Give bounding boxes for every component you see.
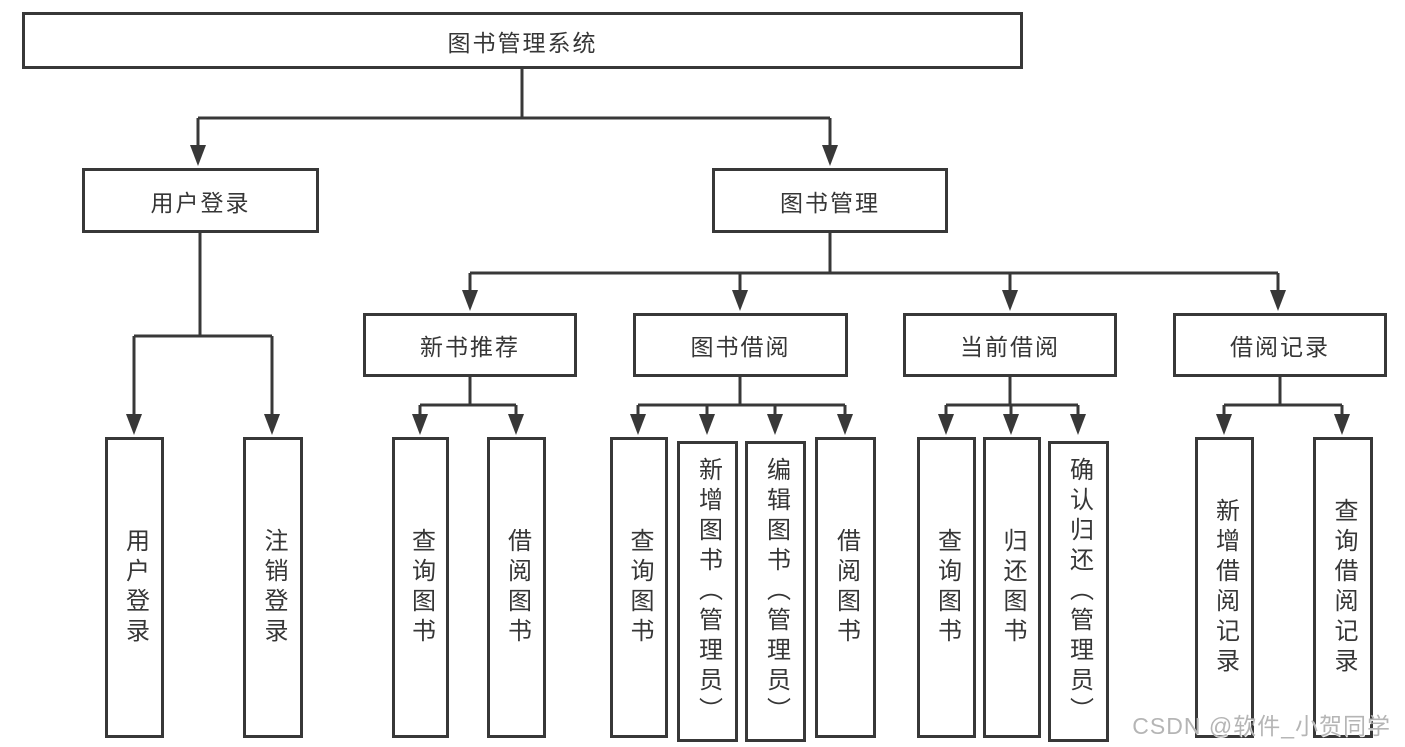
arrow-down-icon (1334, 414, 1350, 435)
leaf-user-login: 用户登录 (105, 437, 164, 738)
leaf-query-books-recommend: 查询图书 (392, 437, 449, 738)
connector-lines (132, 68, 1344, 417)
arrow-down-icon (508, 414, 524, 435)
arrow-down-icon (837, 414, 853, 435)
leaf-borrow-books: 借阅图书 (815, 437, 876, 738)
arrow-down-icon (767, 414, 783, 435)
arrowheads (126, 145, 1350, 435)
arrow-down-icon (1070, 414, 1086, 435)
leaf-add-borrow-record: 新增借阅记录 (1195, 437, 1254, 738)
arrow-down-icon (412, 414, 428, 435)
node-library-management-system: 图书管理系统 (22, 12, 1023, 69)
arrow-down-icon (1003, 414, 1019, 435)
node-book-management-module: 图书管理 (712, 168, 948, 233)
arrow-down-icon (190, 145, 206, 166)
leaf-logout: 注销登录 (243, 437, 303, 738)
arrow-down-icon (699, 414, 715, 435)
leaf-query-books-current: 查询图书 (917, 437, 976, 738)
arrow-down-icon (126, 414, 142, 435)
arrow-down-icon (938, 414, 954, 435)
node-user-login-module: 用户登录 (82, 168, 319, 233)
arrow-down-icon (822, 145, 838, 166)
csdn-watermark: CSDN @软件_小贺同学 (1132, 713, 1391, 739)
leaf-query-borrow-record: 查询借阅记录 (1313, 437, 1373, 738)
node-borrowing-records: 借阅记录 (1173, 313, 1387, 377)
leaf-borrow-books-recommend: 借阅图书 (487, 437, 546, 738)
arrow-down-icon (630, 414, 646, 435)
arrow-down-icon (1270, 290, 1286, 311)
leaf-confirm-return-admin: 确认归还（管理员） (1048, 441, 1109, 742)
leaf-edit-books-admin: 编辑图书（管理员） (745, 441, 806, 742)
arrow-down-icon (264, 414, 280, 435)
leaf-return-books: 归还图书 (983, 437, 1041, 738)
node-current-borrowing: 当前借阅 (903, 313, 1117, 377)
leaf-query-books-borrow: 查询图书 (610, 437, 668, 738)
arrow-down-icon (1216, 414, 1232, 435)
node-book-borrowing: 图书借阅 (633, 313, 848, 377)
leaf-add-books-admin: 新增图书（管理员） (677, 441, 738, 742)
arrow-down-icon (732, 290, 748, 311)
node-new-book-recommendation: 新书推荐 (363, 313, 577, 377)
arrow-down-icon (462, 290, 478, 311)
arrow-down-icon (1002, 290, 1018, 311)
